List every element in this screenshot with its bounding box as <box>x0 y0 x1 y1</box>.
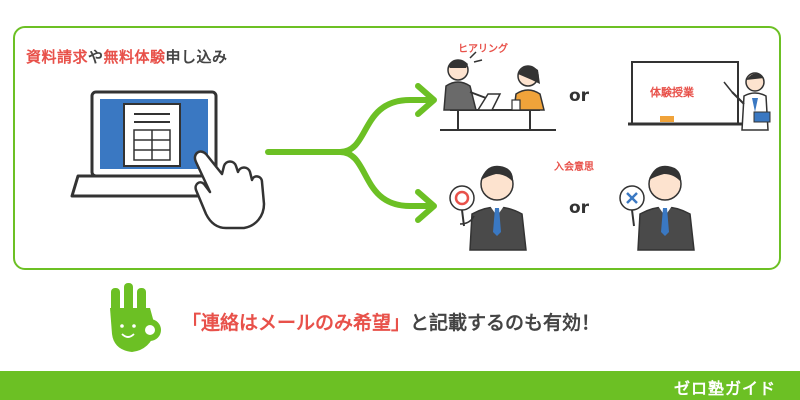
or-text-top: or <box>569 86 590 106</box>
hearing-scene-icon <box>440 51 556 131</box>
tip-message: 「連絡はメールのみ希望」と記載するのも有効！ <box>182 308 600 335</box>
label-intent: 入会意思 <box>554 162 594 173</box>
or-text-bottom: or <box>569 198 590 218</box>
man-with-ok-sign-icon <box>449 165 527 251</box>
hand-pointer-icon <box>193 150 266 230</box>
trial-lesson-scene-icon <box>628 61 771 131</box>
heading-part-request: 資料請求 <box>26 48 89 66</box>
heading-part-trial: 無料体験 <box>103 48 166 66</box>
label-hearing: ヒアリング <box>458 44 508 55</box>
tip-rest: と記載するのも有効！ <box>410 312 601 334</box>
branch-arrow-icon <box>265 83 437 223</box>
content-frame <box>13 26 781 270</box>
label-trial-lesson: 体験授業 <box>650 86 694 99</box>
heading-part-apply: 申し込み <box>165 48 228 66</box>
tip-quote: 「連絡はメールのみ希望」 <box>182 312 411 334</box>
brand-name: ゼロ塾ガイド <box>673 379 776 398</box>
ok-hand-mascot-icon <box>110 283 161 352</box>
heading: 資料請求や無料体験申し込み <box>26 46 228 67</box>
man-with-ng-sign-icon <box>619 165 695 251</box>
footer-bar: ゼロ塾ガイド <box>0 371 800 400</box>
heading-part-or: や <box>88 48 104 66</box>
